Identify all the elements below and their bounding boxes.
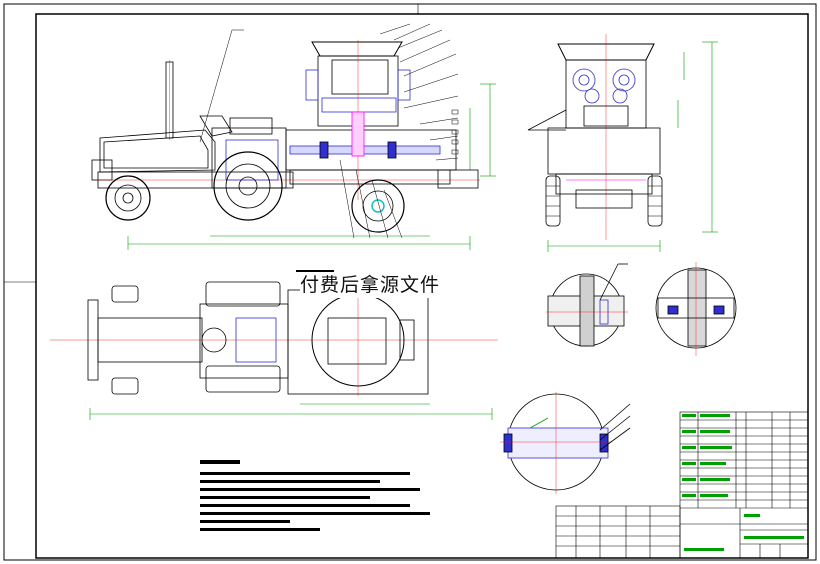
technical-notes xyxy=(200,460,430,531)
watermark-text: 付费后拿源文件 xyxy=(300,272,500,298)
detail-view-b xyxy=(655,262,737,356)
inner-frame xyxy=(35,13,809,559)
detail-view-a xyxy=(546,263,628,347)
title-block xyxy=(555,411,809,559)
top-view xyxy=(50,281,498,420)
watermark-leader-line xyxy=(296,270,334,272)
front-view xyxy=(91,23,496,250)
detail-view-c xyxy=(500,392,631,494)
side-view xyxy=(527,34,718,252)
